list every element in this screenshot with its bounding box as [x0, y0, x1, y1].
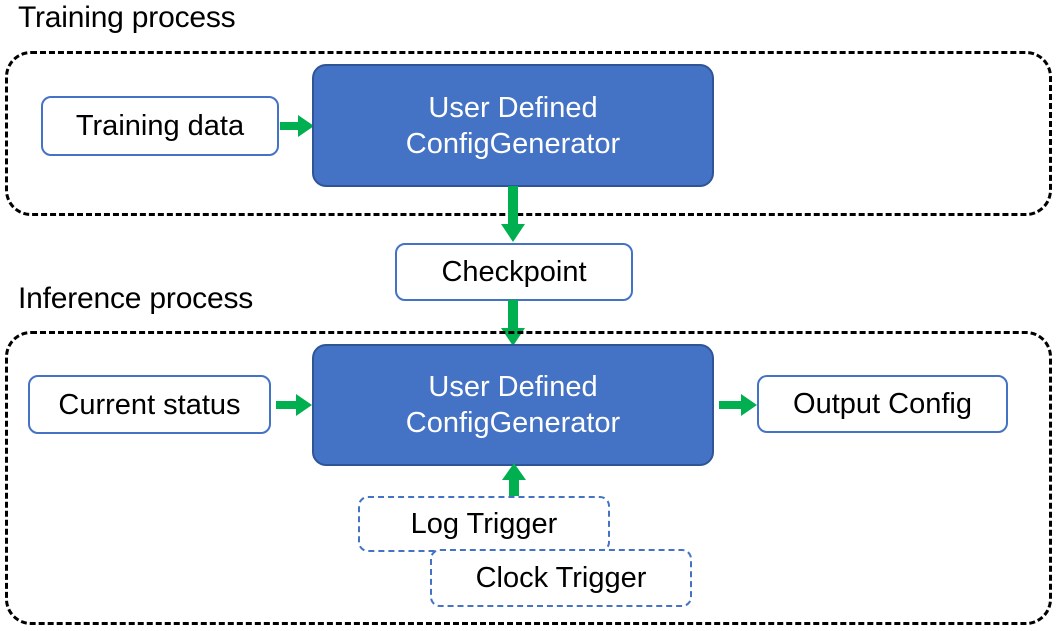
arrow-triggers-to-inference-generator — [500, 463, 528, 505]
node-training-config-generator-label: User Defined ConfigGenerator — [406, 90, 620, 162]
node-checkpoint-label: Checkpoint — [441, 256, 587, 288]
node-training-config-generator-line2: ConfigGenerator — [405, 127, 621, 160]
arrow-inference-generator-to-output-config — [719, 391, 759, 419]
node-training-data[interactable]: Training data — [41, 96, 279, 156]
node-inference-config-generator-label: User Defined ConfigGenerator — [406, 369, 620, 441]
arrow-training-data-to-generator — [280, 112, 316, 140]
node-current-status-label: Current status — [58, 388, 241, 421]
training-process-group — [5, 51, 1052, 216]
node-inference-config-generator[interactable]: User Defined ConfigGenerator — [312, 344, 714, 466]
arrow-checkpoint-to-inference-generator — [499, 300, 527, 348]
node-log-trigger-label: Log Trigger — [410, 508, 558, 540]
node-clock-trigger-label: Clock Trigger — [475, 562, 647, 594]
inference-process-title: Inference process — [18, 282, 254, 315]
node-checkpoint[interactable]: Checkpoint — [395, 243, 633, 301]
node-training-data-label: Training data — [75, 110, 245, 142]
node-clock-trigger[interactable]: Clock Trigger — [430, 549, 692, 607]
node-inference-config-generator-line1: User Defined — [428, 371, 598, 403]
arrow-current-status-to-inference-generator — [276, 391, 314, 419]
node-output-config-label: Output Config — [793, 388, 972, 420]
arrow-training-generator-to-checkpoint — [499, 186, 527, 244]
training-process-title: Training process — [18, 1, 236, 34]
node-training-config-generator-line1: User Defined — [428, 91, 598, 124]
node-log-trigger[interactable]: Log Trigger — [358, 496, 610, 552]
node-training-config-generator[interactable]: User Defined ConfigGenerator — [312, 64, 714, 187]
inference-process-group — [5, 331, 1052, 625]
node-inference-config-generator-line2: ConfigGenerator — [405, 407, 621, 439]
node-current-status[interactable]: Current status — [28, 375, 271, 434]
node-output-config[interactable]: Output Config — [757, 375, 1008, 433]
